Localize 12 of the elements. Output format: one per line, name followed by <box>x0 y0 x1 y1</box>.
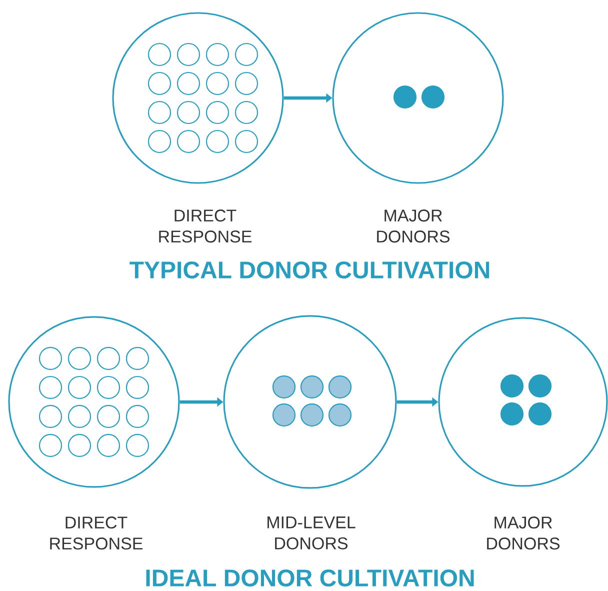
circle-caption: DIRECT RESPONSE <box>159 210 252 243</box>
circle-caption: MAJOR DONORS <box>377 210 450 243</box>
donor-circle <box>223 315 397 489</box>
section-heading: TYPICAL DONOR CULTIVATION <box>130 262 490 278</box>
circle-caption: MAJOR DONORS <box>487 516 560 550</box>
donor-circle <box>8 316 180 488</box>
circle-caption: DIRECT RESPONSE <box>50 516 142 550</box>
donor-circle <box>112 12 284 184</box>
donor-circle <box>438 317 608 487</box>
section-heading: IDEAL DONOR CULTIVATION <box>146 570 474 586</box>
circle-caption: MID-LEVEL DONORS <box>268 516 356 550</box>
donor-circle <box>332 12 504 184</box>
